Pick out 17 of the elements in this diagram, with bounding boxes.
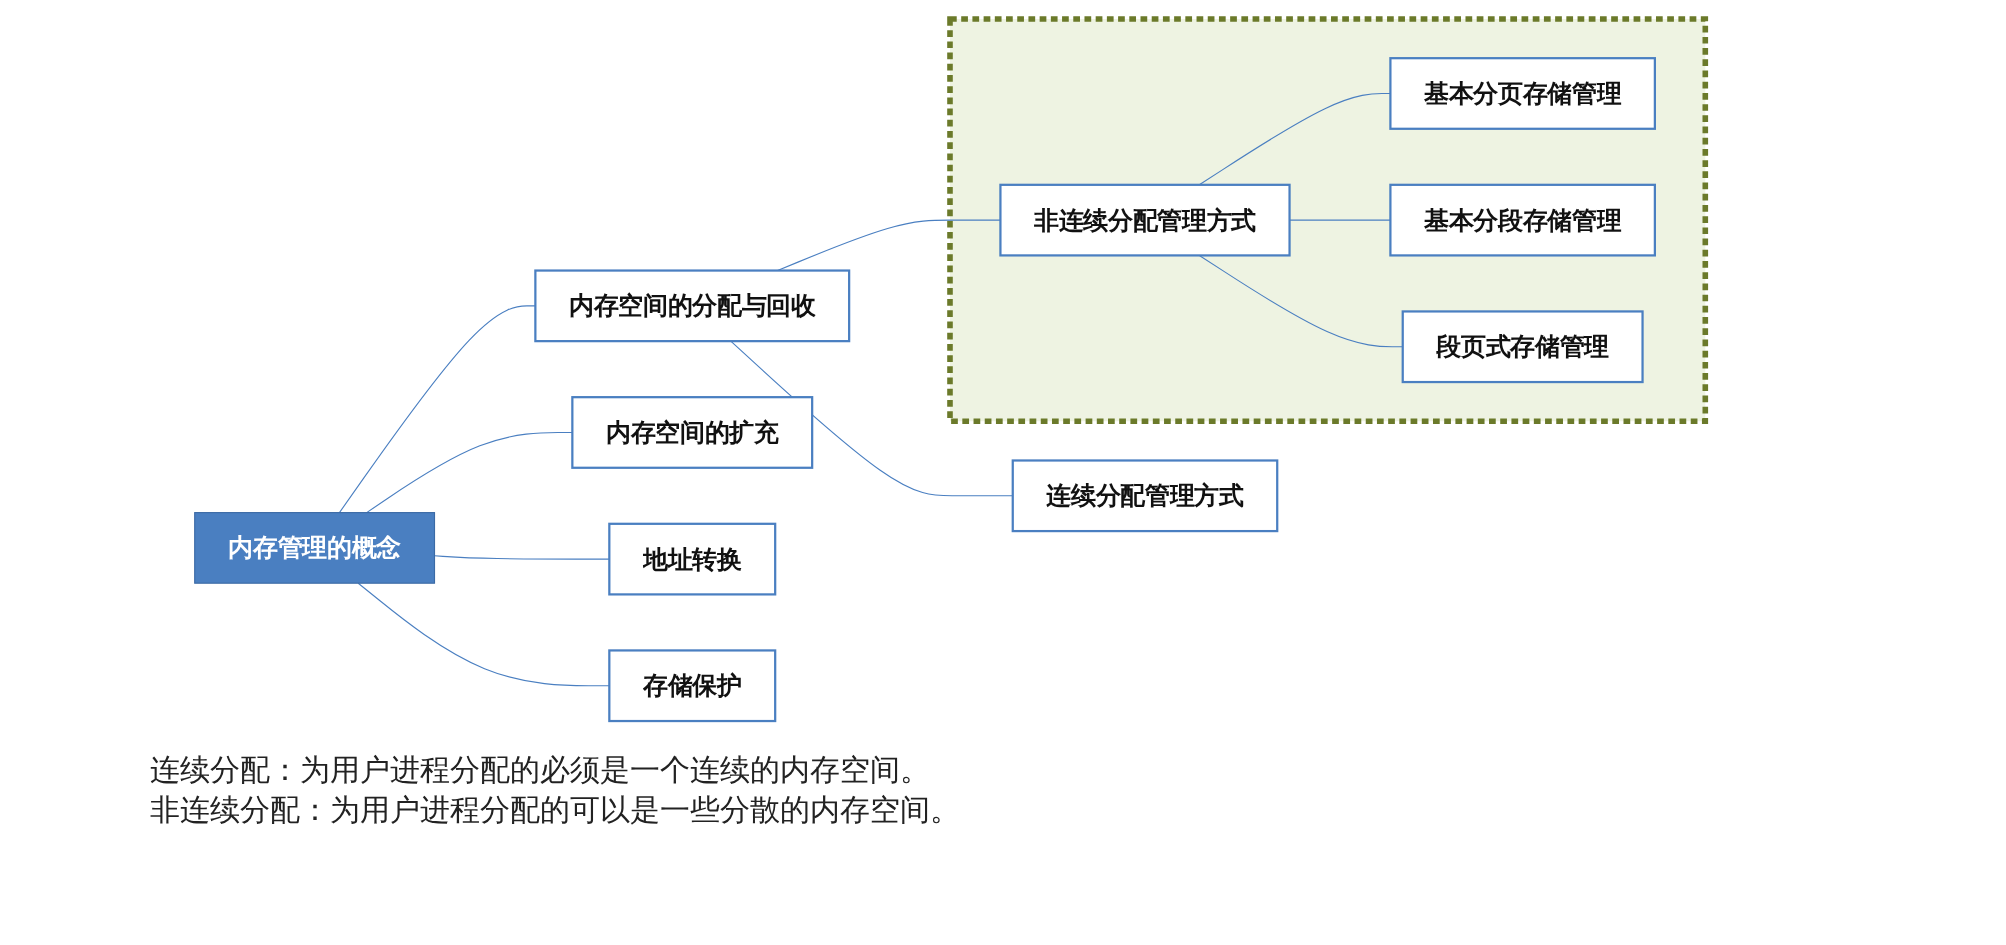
node-box: 基本分段存储管理 [1389,183,1656,257]
note-text: 连续分配：为用户进程分配的必须是一个连续的内存空间。 [150,751,931,789]
connector [366,431,573,514]
node-box: 地址转换 [608,522,777,596]
connector [338,305,536,514]
node-box: 内存管理的概念 [194,512,436,584]
connector [357,582,610,687]
node-box: 段页式存储管理 [1401,310,1644,384]
cluster [947,16,1709,425]
node-box: 非连续分配管理方式 [999,183,1291,257]
node-box: 连续分配管理方式 [1011,459,1279,533]
node-box: 内存空间的扩充 [571,396,814,469]
node-box: 存储保护 [608,649,777,723]
node-box: 内存空间的分配与回收 [534,269,851,343]
note-text: 非连续分配：为用户进程分配的可以是一些分散的内存空间。 [150,791,960,829]
node-box: 基本分页存储管理 [1389,57,1656,130]
connector [1289,219,1391,221]
